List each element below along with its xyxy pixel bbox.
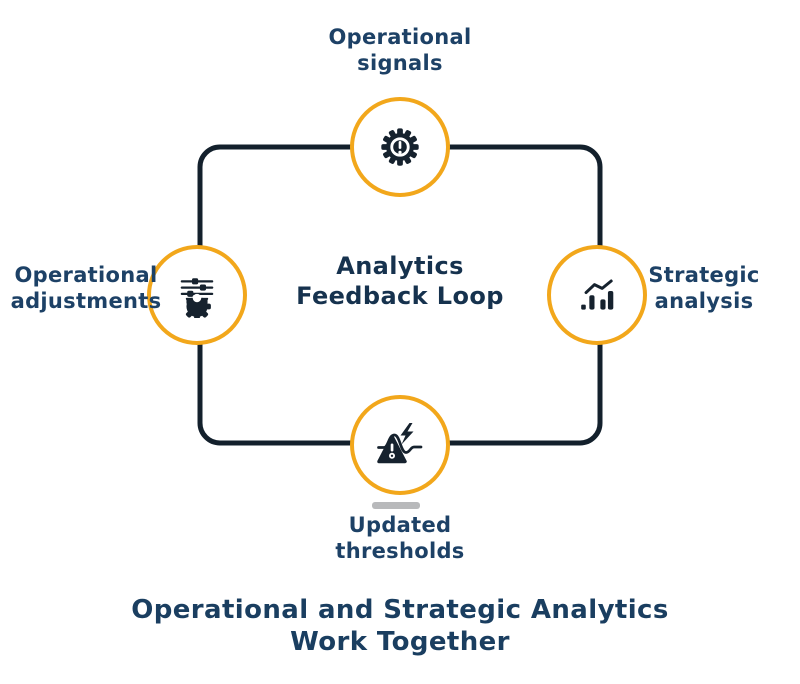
- label-updated-thresholds: Updated thresholds: [335, 513, 465, 563]
- label-strategic-analysis: Strategic analysis: [648, 263, 760, 313]
- anomaly-alert-icon: [377, 423, 423, 464]
- diagram-title: Analytics Feedback Loop: [296, 252, 504, 310]
- label-operational-signals: Operational signals: [328, 25, 472, 75]
- alert-gear-icon: [381, 128, 419, 166]
- diagram-caption: Operational and Strategic Analytics Work…: [131, 595, 669, 657]
- node-updated-thresholds: [350, 395, 450, 495]
- growth-chart-icon: [581, 279, 614, 310]
- sliders-gear-icon: [180, 278, 214, 318]
- node-operational-signals: [350, 97, 450, 197]
- node-strategic-analysis: [547, 245, 647, 345]
- bottom-node-shadow: [372, 502, 420, 509]
- label-operational-adjustments: Operational adjustments: [10, 263, 162, 313]
- node-operational-adjustments: [147, 245, 247, 345]
